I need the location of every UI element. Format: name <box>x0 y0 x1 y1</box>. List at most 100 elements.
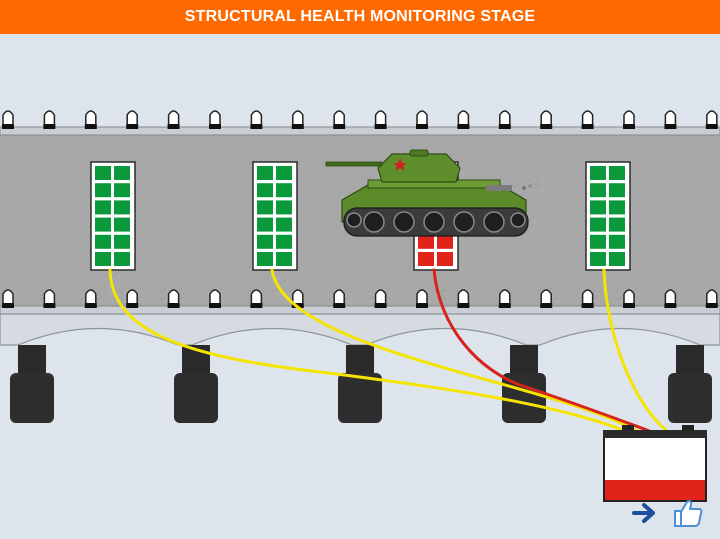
railing-post <box>126 289 139 308</box>
sensor-cell <box>590 252 606 266</box>
pier-3 <box>338 345 382 423</box>
monitor-top-cap <box>603 430 707 438</box>
bottom-railing-bar <box>0 305 720 315</box>
sensor-cell <box>276 183 292 198</box>
pier-2 <box>174 345 218 423</box>
sensor-cell <box>609 200 625 215</box>
arrow-right-icon <box>632 503 655 523</box>
footer-controls <box>632 498 704 533</box>
sensor-cell <box>257 200 273 215</box>
sensor-cell <box>276 234 292 249</box>
sensor-cell <box>609 234 625 249</box>
railing-post <box>2 110 14 129</box>
sensor-cell <box>114 166 130 180</box>
monitor-level-fill <box>605 480 705 500</box>
bridge-scene <box>0 110 720 502</box>
pier-4 <box>502 345 546 423</box>
title-bar: STRUCTURAL HEALTH MONITORING STAGE <box>0 0 720 34</box>
railing-post <box>498 110 511 129</box>
sensor-cell <box>609 183 625 198</box>
page-title: STRUCTURAL HEALTH MONITORING STAGE <box>184 8 536 25</box>
sensor-cell <box>95 234 111 249</box>
sensor-cell <box>609 166 625 180</box>
railing-post <box>581 289 594 308</box>
railing-post <box>498 289 511 308</box>
sensor-panel-4[interactable] <box>585 161 631 271</box>
sensor-cell <box>114 183 130 198</box>
sensor-cell <box>437 252 453 266</box>
bottom-railing-posts <box>2 289 718 308</box>
sensor-cell <box>590 183 606 198</box>
sensor-cell <box>95 252 111 266</box>
tank-icon <box>325 149 538 237</box>
sensor-cell <box>609 252 625 266</box>
wire-sensor-4 <box>602 268 670 434</box>
thumbs-up-button[interactable] <box>672 498 704 533</box>
pier-5 <box>668 345 712 423</box>
railing-post <box>291 110 304 129</box>
next-button[interactable] <box>632 502 658 529</box>
railing-post <box>84 110 97 129</box>
sensor-cell <box>95 217 111 232</box>
pier-1 <box>10 345 54 423</box>
sensor-cell <box>609 217 625 232</box>
railing-post <box>333 110 346 129</box>
railing-post <box>540 289 553 308</box>
railing-post <box>209 110 221 129</box>
wire-sensor-2 <box>270 268 642 434</box>
sensor-cell <box>257 252 273 266</box>
railing-post <box>705 110 718 129</box>
railing-post <box>457 289 470 308</box>
sensor-cell <box>95 166 111 180</box>
monitor-unit <box>603 425 707 502</box>
railing-post <box>250 289 263 308</box>
bridge-piers <box>10 345 712 423</box>
sensor-cell <box>257 183 273 198</box>
railing-post <box>333 289 346 308</box>
sensor-cell <box>257 166 273 180</box>
sensor-panel-1[interactable] <box>90 161 136 271</box>
railing-post <box>581 110 594 129</box>
railing-post <box>416 289 428 308</box>
sensor-cell <box>418 234 434 249</box>
railing-post <box>43 110 56 129</box>
railing-post <box>540 110 553 129</box>
sensor-wires <box>108 268 670 434</box>
sensor-cell <box>95 183 111 198</box>
railing-post <box>84 289 97 308</box>
top-railing-posts <box>2 110 718 129</box>
railing-post <box>374 289 387 308</box>
railing-post <box>167 289 180 308</box>
railing-post <box>43 289 56 308</box>
railing-post <box>126 110 139 129</box>
railing-post <box>416 110 428 129</box>
wire-sensor-3 <box>432 268 654 434</box>
railing-post <box>664 289 677 308</box>
railing-post <box>167 110 180 129</box>
railing-post <box>705 289 718 308</box>
railing-post <box>2 289 14 308</box>
thumbs-up-icon <box>674 500 703 527</box>
sensor-cell <box>257 234 273 249</box>
railing-post <box>374 110 387 129</box>
sensor-cell <box>590 234 606 249</box>
railing-post <box>623 110 635 129</box>
sensor-cell <box>590 166 606 180</box>
wire-sensor-1 <box>108 268 630 434</box>
sensor-cell <box>276 200 292 215</box>
sensor-cell <box>276 166 292 180</box>
sensor-panel-2[interactable] <box>252 161 298 271</box>
railing-post <box>664 110 677 129</box>
sensor-cell <box>114 217 130 232</box>
sensor-cell <box>418 252 434 266</box>
sensor-cell <box>114 252 130 266</box>
railing-post <box>623 289 635 308</box>
railing-post <box>457 110 470 129</box>
sensor-cell <box>257 217 273 232</box>
railing-post <box>209 289 221 308</box>
sensor-cell <box>114 200 130 215</box>
sensor-cell <box>95 200 111 215</box>
sensor-cell <box>276 217 292 232</box>
top-railing-bar <box>0 126 720 136</box>
railing-post <box>250 110 263 129</box>
